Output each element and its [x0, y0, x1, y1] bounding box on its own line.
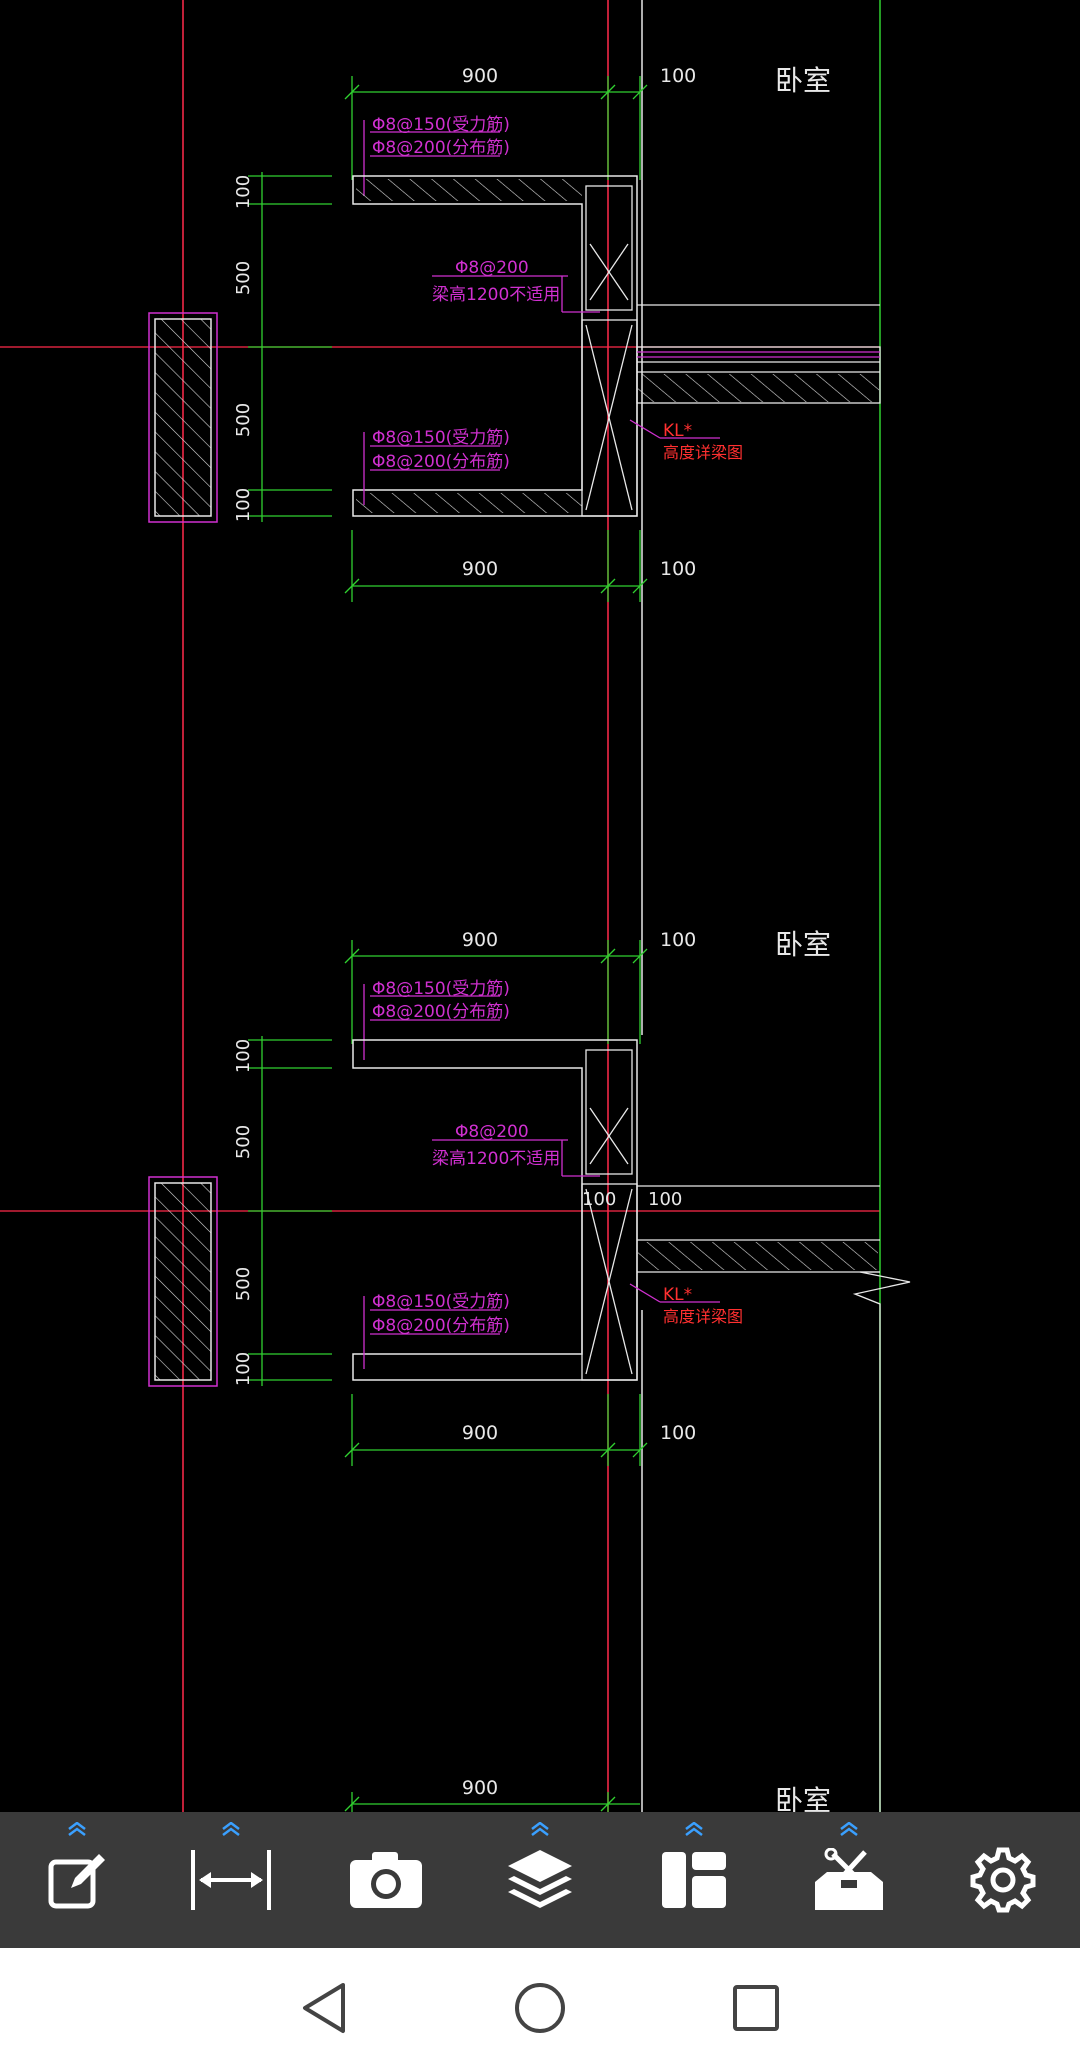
kl-label-2: 高度详梁图 — [663, 443, 743, 462]
layers-button[interactable] — [485, 1812, 595, 1948]
expand-chevron-icon[interactable] — [529, 1822, 551, 1836]
dim-vertical-2: 500 — [233, 261, 254, 295]
measure-button[interactable] — [176, 1812, 286, 1948]
measure-icon — [191, 1850, 272, 1910]
system-nav-bar — [0, 1948, 1080, 2068]
cad-drawing: 900 100 卧室 Φ8@150(受力筋) Φ8@200(分布筋) 100 5… — [0, 0, 911, 1812]
stirrup-label-2: 梁高1200不适用 — [432, 1149, 560, 1169]
layout-button[interactable] — [639, 1812, 749, 1948]
rebar-label-bottom-1: Φ8@150(受力筋) — [372, 428, 510, 448]
dim-vertical-2: 500 — [233, 1125, 254, 1159]
screenshot-button[interactable] — [331, 1812, 441, 1948]
rebar-label-bottom-2: Φ8@200(分布筋) — [372, 1316, 510, 1336]
expand-chevron-icon[interactable] — [838, 1822, 860, 1836]
layers-icon — [507, 1850, 572, 1908]
kl-label-1: KL* — [663, 1285, 692, 1305]
kl-label-1: KL* — [663, 421, 692, 441]
dim-mid-left: 100 — [582, 1189, 616, 1210]
axis-lines — [0, 0, 881, 1812]
rebar-label-top-1: Φ8@150(受力筋) — [372, 979, 510, 999]
expand-chevron-icon[interactable] — [66, 1822, 88, 1836]
edit-button[interactable] — [22, 1812, 132, 1948]
room-label: 卧室 — [775, 1784, 831, 1812]
stirrup-label-2: 梁高1200不适用 — [432, 285, 560, 305]
dim-vertical-4: 100 — [233, 488, 254, 522]
gear-icon — [970, 1847, 1036, 1913]
dim-vertical-4: 100 — [233, 1352, 254, 1386]
dim-bottom-right: 100 — [660, 1422, 696, 1444]
stirrup-label-1: Φ8@200 — [455, 1122, 529, 1142]
toolbox-button[interactable] — [794, 1812, 904, 1948]
dim-top-right: 100 — [660, 929, 696, 951]
stirrup-label-1: Φ8@200 — [455, 258, 529, 278]
recents-button[interactable] — [728, 1980, 784, 2036]
camera-icon — [349, 1852, 422, 1908]
section-2: 900 100 卧室 Φ8@150(受力筋) Φ8@200(分布筋) 100 5… — [148, 928, 911, 1812]
dim-vertical-3: 500 — [233, 1267, 254, 1301]
dim-vertical-1: 100 — [233, 1039, 254, 1073]
settings-button[interactable] — [948, 1812, 1058, 1948]
rebar-label-top-1: Φ8@150(受力筋) — [372, 115, 510, 135]
dim-vertical-1: 100 — [233, 175, 254, 209]
dim-top: 900 — [462, 65, 498, 87]
dim-bottom: 900 — [462, 1422, 498, 1444]
bottom-toolbar — [0, 1812, 1080, 1948]
rebar-label-bottom-2: Φ8@200(分布筋) — [372, 452, 510, 472]
expand-chevron-icon[interactable] — [683, 1822, 705, 1836]
dim-bottom-right: 100 — [660, 558, 696, 580]
rebar-label-bottom-1: Φ8@150(受力筋) — [372, 1292, 510, 1312]
kl-label-2: 高度详梁图 — [663, 1307, 743, 1326]
edit-icon — [48, 1854, 106, 1909]
toolbox-icon — [814, 1848, 883, 1910]
back-button[interactable] — [296, 1980, 352, 2036]
dim-top: 900 — [462, 929, 498, 951]
rebar-label-top-2: Φ8@200(分布筋) — [372, 138, 510, 158]
cad-drawing-canvas[interactable]: 900 100 卧室 Φ8@150(受力筋) Φ8@200(分布筋) 100 5… — [0, 0, 1080, 1812]
room-label: 卧室 — [775, 928, 831, 961]
dim-top: 900 — [462, 1777, 498, 1799]
home-circle-icon — [515, 1983, 565, 2033]
room-label: 卧室 — [775, 64, 831, 97]
back-triangle-icon — [303, 1983, 345, 2033]
dim-vertical-3: 500 — [233, 403, 254, 437]
dim-bottom: 900 — [462, 558, 498, 580]
dim-mid-right: 100 — [648, 1189, 682, 1210]
home-button[interactable] — [512, 1980, 568, 2036]
section-1: 900 100 卧室 Φ8@150(受力筋) Φ8@200(分布筋) 100 5… — [148, 64, 881, 602]
section-3: 900 卧室 — [344, 1777, 831, 1812]
dim-top-right: 100 — [660, 65, 696, 87]
expand-chevron-icon[interactable] — [220, 1822, 242, 1836]
recents-square-icon — [733, 1985, 779, 2031]
layout-icon — [662, 1852, 727, 1908]
rebar-label-top-2: Φ8@200(分布筋) — [372, 1002, 510, 1022]
